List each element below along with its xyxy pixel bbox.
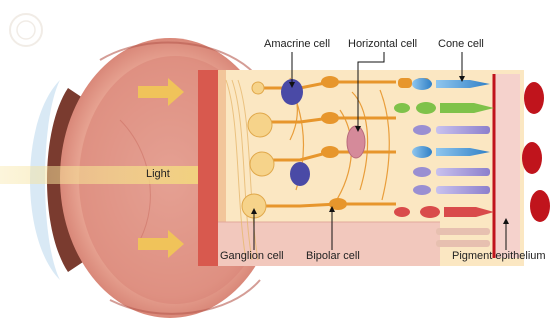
label-horizontal-cell: Horizontal cell xyxy=(348,38,417,50)
label-amacrine-cell: Amacrine cell xyxy=(264,38,330,50)
horizontal-cell xyxy=(347,126,365,158)
label-pigment-epithelium: Pigment epithelium xyxy=(452,250,546,262)
label-cone-cell: Cone cell xyxy=(438,38,484,50)
pigment-cells xyxy=(522,82,550,222)
watermark-seal xyxy=(10,14,42,46)
light-beam xyxy=(0,166,210,184)
label-light: Light xyxy=(146,168,170,180)
label-bipolar-cell: Bipolar cell xyxy=(306,250,360,262)
label-ganglion-cell: Ganglion cell xyxy=(220,250,284,262)
